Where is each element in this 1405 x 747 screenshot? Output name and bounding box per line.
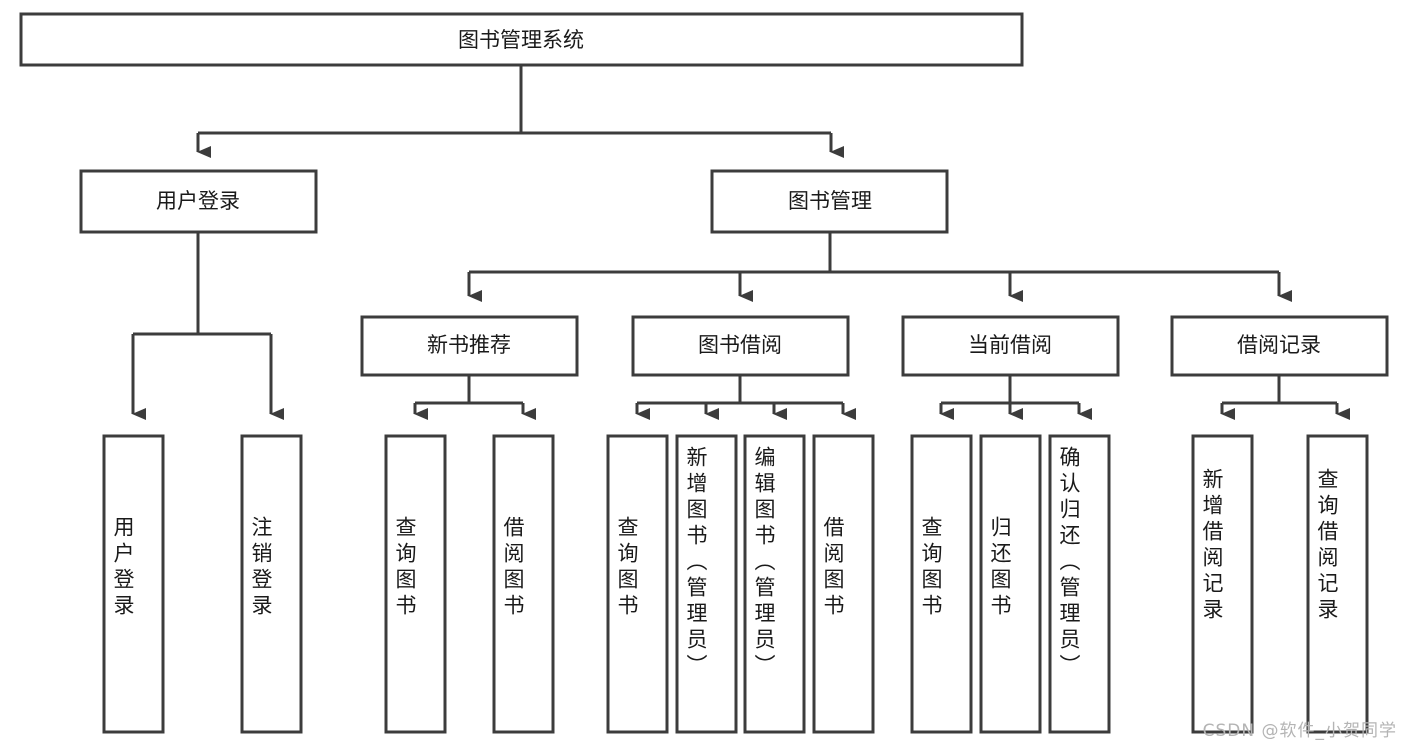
leaf-box-logout[interactable] bbox=[240, 434, 303, 734]
leaf-box-borrow-book-2[interactable] bbox=[812, 434, 875, 734]
node-user-login-label: 用户登录 bbox=[156, 189, 240, 213]
leaf-box-query-book-1[interactable] bbox=[384, 434, 447, 734]
node-borrow-record-label: 借阅记录 bbox=[1237, 333, 1321, 357]
node-root[interactable]: 图书管理系统 bbox=[19, 12, 1024, 67]
leaf-box-edit-book[interactable] bbox=[743, 434, 806, 734]
connector-current-borrow-to-leaves bbox=[939, 375, 1092, 420]
node-book-manage-label: 图书管理 bbox=[788, 189, 872, 213]
leaf-box-add-record[interactable] bbox=[1191, 434, 1254, 734]
leaf-box-confirm-return[interactable] bbox=[1048, 434, 1111, 734]
node-book-borrow-label: 图书借阅 bbox=[698, 333, 782, 357]
connector-book-manage-to-level2 bbox=[467, 232, 1292, 302]
leaf-box-user-login[interactable] bbox=[102, 434, 165, 734]
node-book-borrow[interactable]: 图书借阅 bbox=[631, 315, 850, 377]
connector-root-to-level1 bbox=[196, 65, 844, 158]
watermark-text: CSDN @软件_小贺同学 bbox=[1202, 721, 1397, 741]
leaf-box-borrow-book-1[interactable] bbox=[492, 434, 555, 734]
node-root-label: 图书管理系统 bbox=[458, 28, 584, 52]
node-user-login[interactable]: 用户登录 bbox=[79, 169, 318, 234]
connector-borrow-record-to-leaves bbox=[1220, 375, 1350, 420]
node-new-book-rec-label: 新书推荐 bbox=[427, 333, 511, 357]
node-current-borrow[interactable]: 当前借阅 bbox=[901, 315, 1120, 377]
node-borrow-record[interactable]: 借阅记录 bbox=[1170, 315, 1389, 377]
leaf-box-query-book-2[interactable] bbox=[606, 434, 669, 734]
node-book-manage[interactable]: 图书管理 bbox=[710, 169, 949, 234]
connector-book-borrow-to-leaves bbox=[635, 375, 856, 420]
node-current-borrow-label: 当前借阅 bbox=[968, 333, 1052, 357]
leaf-box-query-record[interactable] bbox=[1306, 434, 1369, 734]
leaf-box-query-book-3[interactable] bbox=[910, 434, 973, 734]
connector-user-login-to-leaves bbox=[131, 232, 284, 420]
node-new-book-rec[interactable]: 新书推荐 bbox=[360, 315, 579, 377]
leaf-box-return-book[interactable] bbox=[979, 434, 1042, 734]
leaf-box-add-book[interactable] bbox=[675, 434, 738, 734]
connector-new-book-rec-to-leaves bbox=[413, 375, 536, 420]
